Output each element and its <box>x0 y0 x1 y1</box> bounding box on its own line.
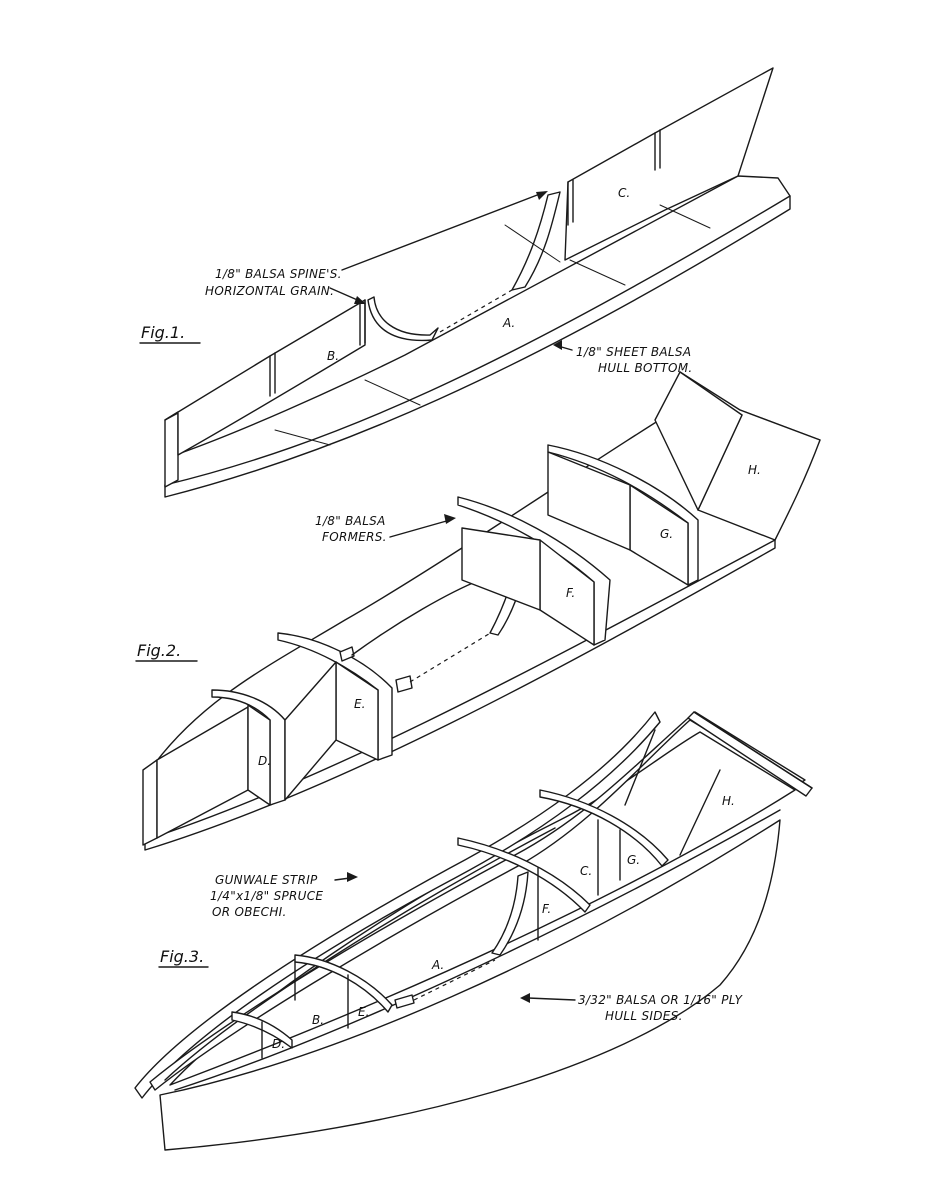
fig1-spine-label-line1: 1/8" BALSA SPINE'S. <box>215 267 342 281</box>
fig3-gunwale-label-line2: 1/4"x1/8" SPRUCE <box>210 889 323 903</box>
fig3-completed-hull: GUNWALE STRIP 1/4"x1/8" SPRUCE OR OBECHI… <box>134 711 813 1151</box>
fig3-bulkhead-h <box>624 729 721 856</box>
fig3-part-c: C. <box>580 864 592 878</box>
fig2-side-plate-g <box>547 451 631 551</box>
fig3-sides-label-line1: 3/32" BALSA OR 1/16" PLY <box>578 993 744 1007</box>
fig2-keel-line <box>351 579 481 656</box>
fig1-hull-bottom-edge <box>164 195 791 498</box>
fig1-cross-line-5 <box>504 224 561 263</box>
fig1-bottom-label-line1: 1/8" SHEET BALSA <box>576 345 691 359</box>
fig1-transom-plate <box>164 411 179 488</box>
fig1-slot-3 <box>567 179 574 226</box>
fig1-slot-2 <box>359 299 366 346</box>
fig3-part-a: A. <box>431 958 444 972</box>
fig3-tab-e <box>394 994 415 1009</box>
fig1-part-b: B. <box>327 349 339 363</box>
fig2-transom <box>142 759 158 846</box>
fig2-part-g: G. <box>660 527 673 541</box>
fig3-gunwale-label-line1: GUNWALE STRIP <box>215 873 318 887</box>
fig1-cross-line-4 <box>659 204 711 229</box>
fig2-former-g <box>547 444 699 586</box>
fig1-cross-line-3 <box>569 259 626 286</box>
fig1-bottom-label-line2: HULL BOTTOM. <box>598 361 693 375</box>
fig2-part-e: E. <box>354 697 365 711</box>
fig3-former-f <box>457 837 591 913</box>
fig3-sides-leader <box>527 997 576 1001</box>
fig2-side-plate-f <box>461 527 541 611</box>
fig2-title: Fig.2. <box>137 641 181 660</box>
fig1-cross-line-1 <box>274 429 331 446</box>
fig2-tab-e2 <box>339 646 355 662</box>
fig2-part-f: F. <box>566 586 575 600</box>
fig3-title: Fig.3. <box>160 947 204 966</box>
fig3-former-c <box>539 789 669 867</box>
fig2-part-h: H. <box>748 463 761 477</box>
fig1-spine-label-line2: HORIZONTAL GRAIN. <box>205 284 334 298</box>
fig2-hull-bottom-edge <box>144 539 776 851</box>
fig3-inner-rim <box>174 809 781 1091</box>
fig3-part-b: B. <box>312 1013 324 1027</box>
fig3-hull-side <box>159 819 781 1151</box>
fig1-hull-bottom-assembly: 1/8" BALSA SPINE'S. HORIZONTAL GRAIN. 1/… <box>139 67 791 498</box>
fig1-cross-line-2 <box>364 379 421 406</box>
fig2-former-d-web <box>247 704 271 806</box>
fig2-formers-assembly: 1/8" BALSA FORMERS. D. E. F. G. H. Fig.2… <box>135 371 821 851</box>
fig2-bow-panel-h <box>679 371 821 541</box>
fig1-centre-line <box>439 289 513 333</box>
fig3-part-d: D. <box>272 1037 285 1051</box>
fig1-curved-spine <box>511 191 561 291</box>
fig3-part-e: E. <box>358 1005 369 1019</box>
fig2-part-d: D. <box>258 754 271 768</box>
fig3-centre-line <box>413 959 496 1001</box>
fig2-formers-arrow <box>444 514 456 524</box>
fig1-part-c: C. <box>618 186 630 200</box>
fig1-curved-spine-rear <box>367 296 439 342</box>
fig2-side-plate-h <box>654 371 743 511</box>
fig1-spine-arrow-1 <box>536 191 548 200</box>
fig3-part-f: F. <box>542 902 551 916</box>
fig2-tab-e <box>395 675 413 693</box>
fig2-former-f <box>457 496 611 646</box>
fig3-gunwale-strip-left <box>134 711 661 1099</box>
fig1-bottom-arrow <box>553 340 562 350</box>
fig3-part-h: H. <box>722 794 735 808</box>
fig3-former-f-curve <box>491 871 529 956</box>
fig2-centre-line <box>409 631 493 683</box>
fig3-gunwale-label-line3: OR OBECHI. <box>212 905 287 919</box>
fig1-title: Fig.1. <box>141 323 185 342</box>
fig1-spine-b <box>164 299 366 456</box>
fig1-spine-arrow-2 <box>354 296 366 304</box>
fig1-slot-1 <box>269 352 276 397</box>
fig2-former-e <box>277 632 393 761</box>
fig3-part-g: G. <box>627 853 640 867</box>
fig1-spine-leader-1 <box>341 191 546 271</box>
fig2-formers-label-line1: 1/8" BALSA <box>315 514 386 528</box>
fig3-former-e <box>294 954 393 1013</box>
fig3-gunwale-arrow <box>347 872 358 882</box>
fig3-gunwale-strip-loose-edge <box>693 711 813 789</box>
fig3-sides-label-line2: HULL SIDES. <box>605 1009 683 1023</box>
fig1-part-a: A. <box>502 316 515 330</box>
fig2-side-plate-e <box>284 661 337 801</box>
fig3-inner-rim-2 <box>164 827 556 1081</box>
fig3-sides-arrow <box>520 993 530 1003</box>
fig1-hull-bottom-sheet <box>164 175 791 486</box>
fig2-formers-label-line2: FORMERS. <box>322 530 387 544</box>
fig1-slot-4 <box>654 129 661 171</box>
fig2-formers-leader <box>389 519 451 538</box>
fig3-former-d <box>231 1011 293 1049</box>
